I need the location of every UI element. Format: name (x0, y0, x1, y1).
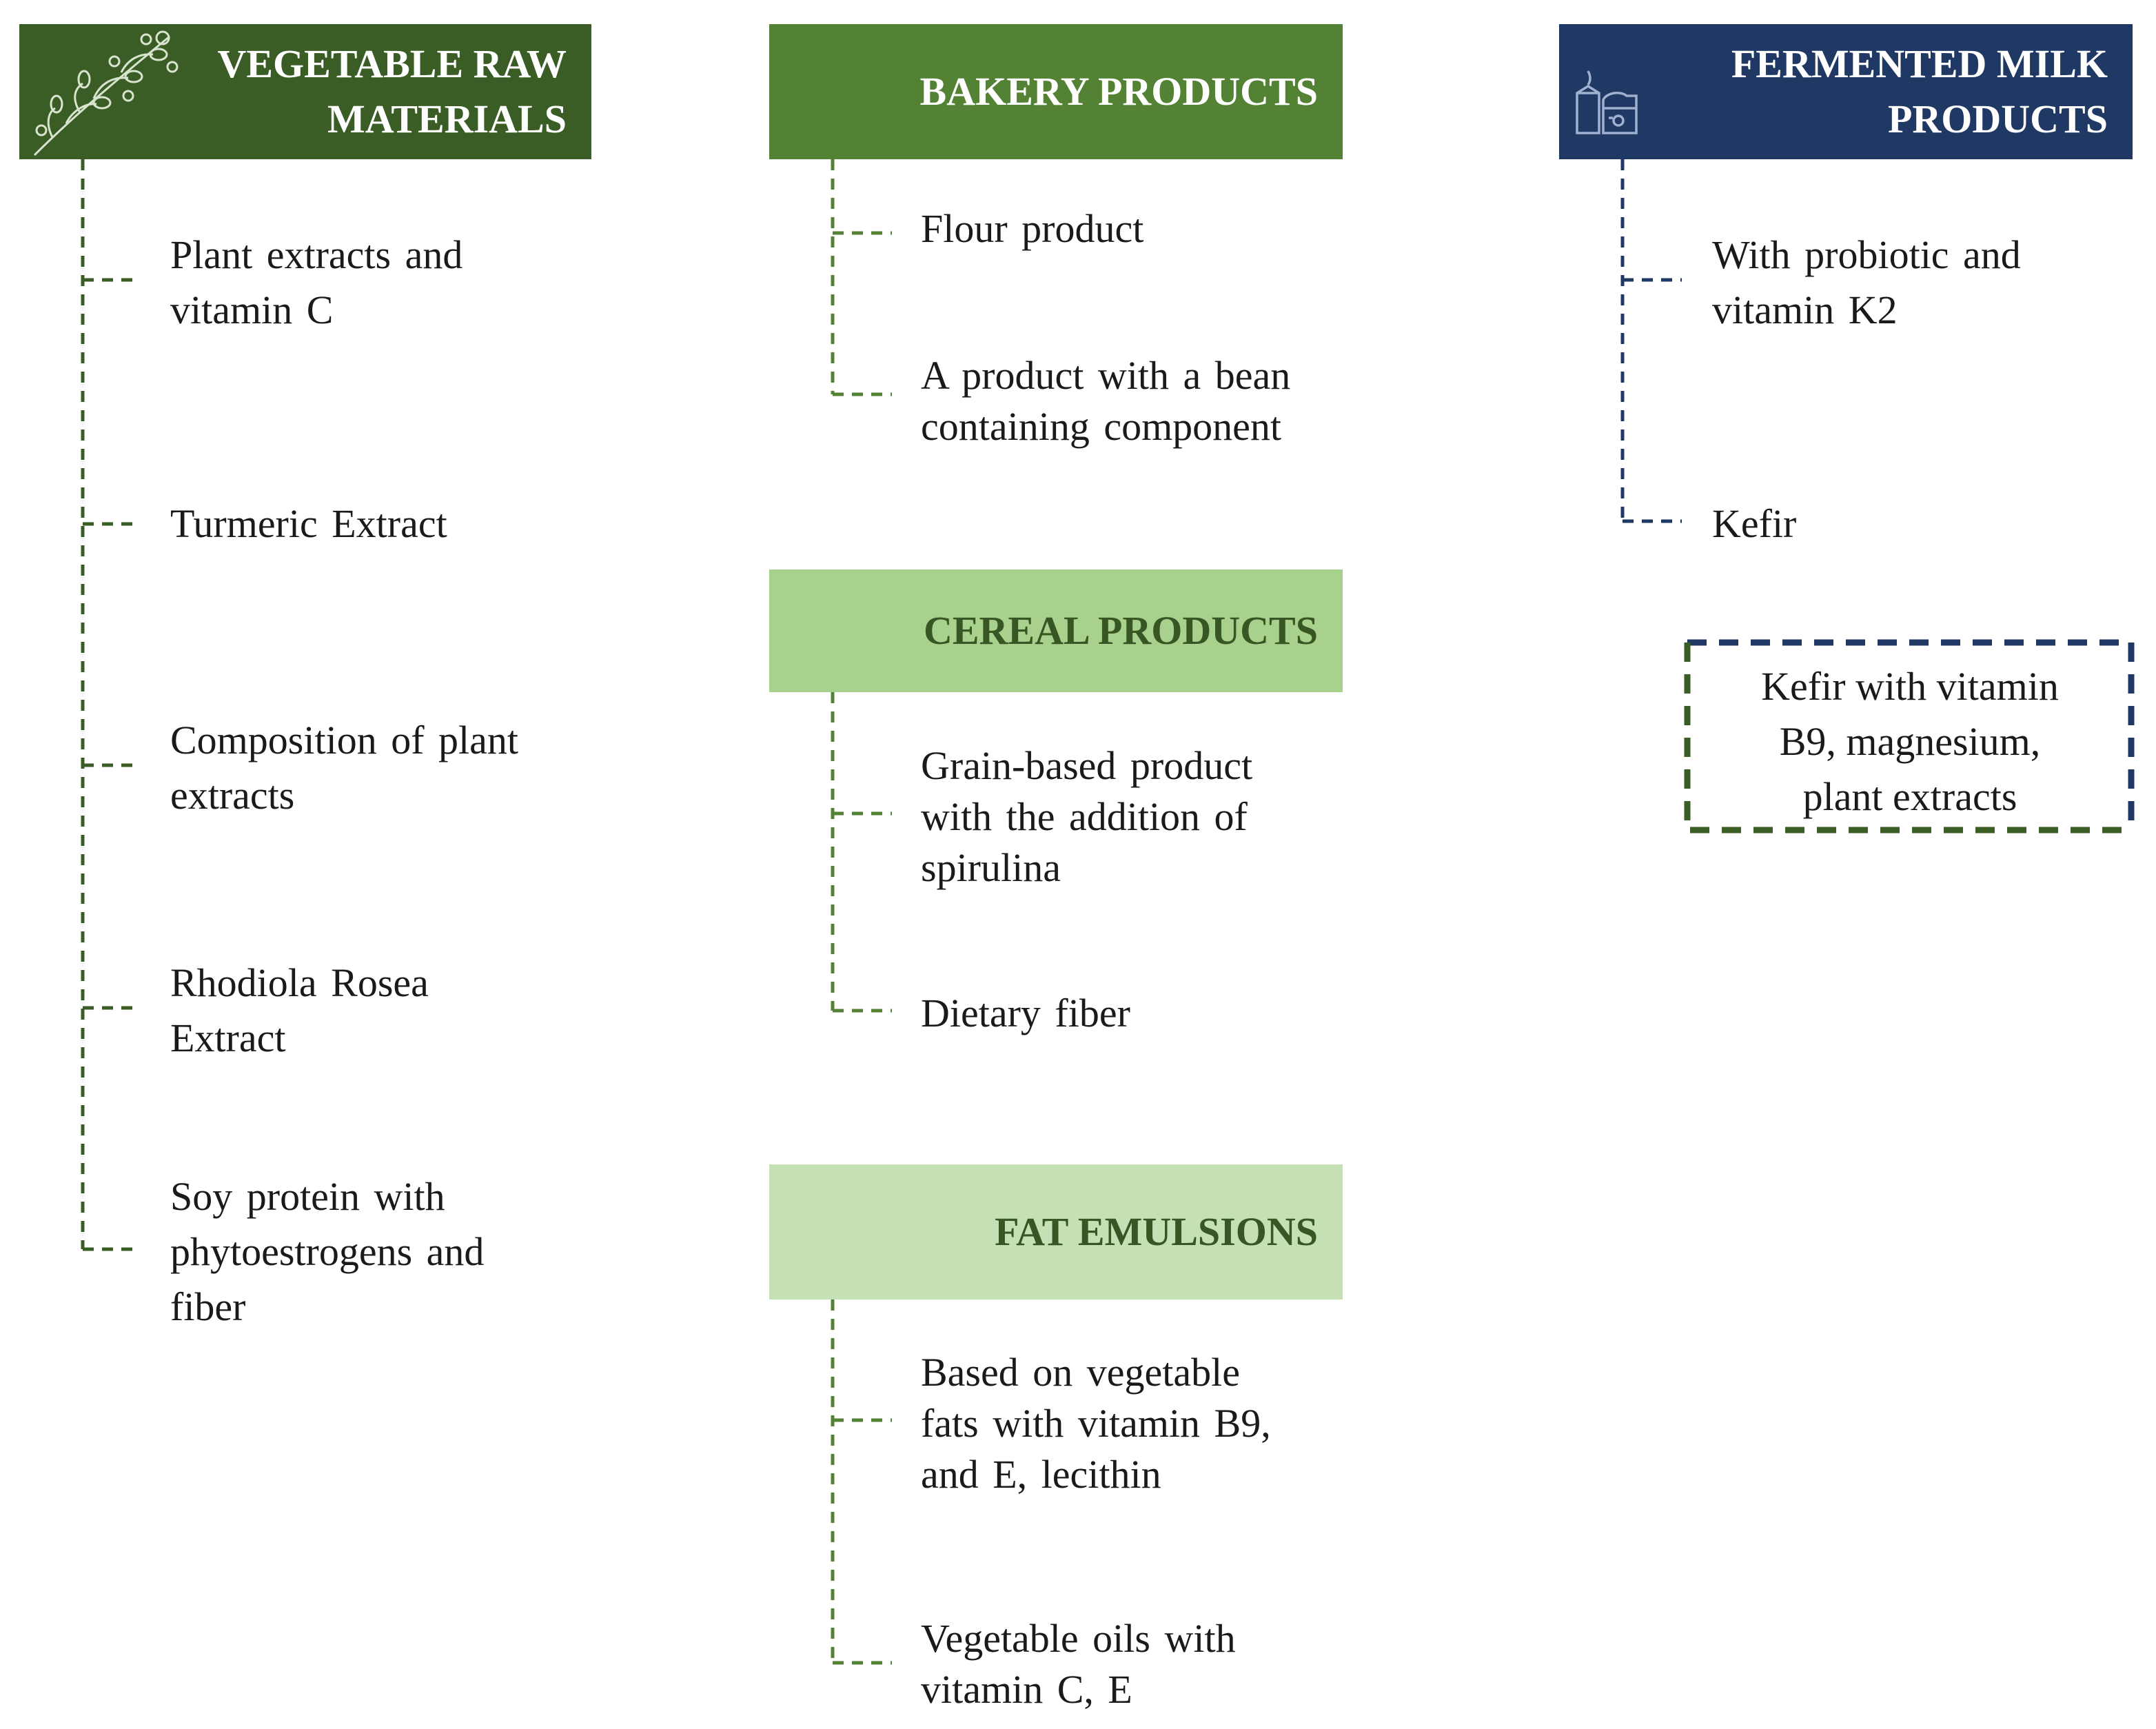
item-line: Plant extracts and (170, 232, 463, 277)
item-line: vitamin C, E (921, 1667, 1132, 1712)
list-item: Rhodiola Rosea Extract (170, 956, 429, 1066)
item-line: Dietary fiber (921, 991, 1130, 1035)
item-line: fiber (170, 1284, 246, 1329)
note-line: B9, magnesium, (1779, 719, 2041, 764)
header-line: FERMENTED MILK (1731, 41, 2108, 86)
list-item: Soy protein with phytoestrogens and fibe… (170, 1169, 484, 1335)
fermented-milk-products-header: FERMENTED MILK PRODUCTS (1559, 24, 2133, 159)
note-box-border (1684, 639, 2135, 833)
note-line: plant extracts (1802, 774, 2017, 819)
item-line: Rhodiola Rosea (170, 960, 429, 1005)
fat-connectors (831, 1300, 892, 1665)
header-line: VEGETABLE RAW (217, 41, 567, 86)
item-line: Based on vegetable (921, 1350, 1240, 1395)
cereal-connectors (831, 692, 892, 1013)
fermented-connectors (1620, 159, 1682, 523)
item-line: Kefir (1712, 501, 1797, 546)
fat-emulsions-header: FAT EMULSIONS (769, 1164, 1343, 1300)
list-item: Composition of plant extracts (170, 713, 518, 823)
item-line: Turmeric Extract (170, 501, 447, 546)
plant-branch-icon (25, 27, 183, 172)
item-line: Flour product (921, 206, 1144, 251)
list-item: Turmeric Extract (170, 496, 447, 552)
item-line: Grain-based product (921, 743, 1253, 788)
item-line: fats with vitamin B9, (921, 1401, 1271, 1446)
item-line: Extract (170, 1015, 286, 1060)
item-line: spirulina (921, 845, 1061, 890)
bakery-products-header: BAKERY PRODUCTS (769, 24, 1343, 159)
item-line: containing component (921, 404, 1282, 449)
bakery-connectors (831, 159, 892, 396)
vegetable-connectors (81, 159, 141, 1251)
vegetable-raw-materials-header: VEGETABLE RAW MATERIALS (19, 24, 591, 159)
list-item: Based on vegetable fats with vitamin B9,… (921, 1347, 1271, 1500)
item-line: phytoestrogens and (170, 1229, 485, 1274)
note-line: Kefir with vitamin (1761, 664, 2059, 709)
header-line: BAKERY PRODUCTS (919, 69, 1318, 114)
list-item: Flour product (921, 201, 1143, 256)
list-item: Kefir (1712, 496, 1796, 552)
list-item: Dietary fiber (921, 986, 1130, 1041)
kefir-note-box: Kefir with vitamin B9, magnesium, plant … (1687, 641, 2133, 831)
list-item: A product with a bean containing compone… (921, 350, 1290, 452)
cereal-products-header: CEREAL PRODUCTS (769, 569, 1343, 692)
dairy-products-icon (1567, 65, 1643, 156)
list-item: Vegetable oils with vitamin C, E (921, 1613, 1236, 1715)
list-item: Grain-based product with the addition of… (921, 740, 1252, 893)
item-line: A product with a bean (921, 353, 1291, 398)
item-line: with the addition of (921, 794, 1248, 839)
item-line: extracts (170, 773, 295, 818)
header-line: PRODUCTS (1887, 97, 2108, 141)
header-line: FAT EMULSIONS (995, 1209, 1318, 1254)
item-line: Vegetable oils with (921, 1616, 1236, 1661)
header-line: CEREAL PRODUCTS (923, 608, 1318, 653)
item-line: Soy protein with (170, 1174, 445, 1219)
item-line: and E, lecithin (921, 1452, 1161, 1497)
item-line: vitamin C (170, 287, 334, 332)
list-item: With probiotic and vitamin K2 (1712, 228, 2021, 338)
item-line: With probiotic and (1712, 232, 2021, 277)
header-line: MATERIALS (327, 97, 567, 141)
item-line: Composition of plant (170, 718, 518, 762)
list-item: Plant extracts and vitamin C (170, 228, 462, 338)
item-line: vitamin K2 (1712, 287, 1898, 332)
